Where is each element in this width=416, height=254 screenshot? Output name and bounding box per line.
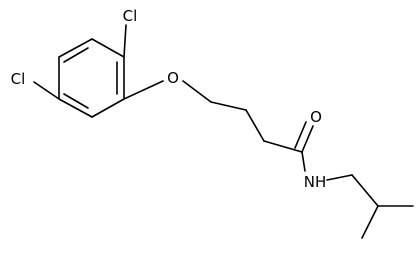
ring-bond (58, 98, 93, 118)
bond-carbonyl-double (294, 121, 307, 149)
amide-nitrogen-label: NH (304, 173, 327, 191)
chlorine-left-label: Cl (11, 70, 26, 88)
ring-double-bond (63, 93, 89, 109)
ring-bond (91, 38, 125, 58)
bond-ring-oxygen (123, 80, 164, 100)
ether-oxygen-label: O (167, 69, 179, 87)
bond-nitrogen-ch2 (326, 174, 353, 181)
bond-oxygen-c1 (182, 80, 212, 103)
ring-bond (91, 98, 125, 118)
bond-ring-cl-top (123, 24, 127, 58)
bond-ch2-ch (351, 174, 379, 207)
bond-carbonyl-nitrogen (301, 151, 306, 172)
bond-c2-c3 (245, 109, 265, 142)
bond-c1-c2 (210, 101, 247, 111)
ring-double-bond (63, 47, 89, 63)
benzene-ring (58, 38, 125, 118)
bond-ch-methyl-down (361, 205, 379, 239)
bond-carbonyl (301, 125, 314, 153)
bond-c3-c4 (263, 140, 303, 153)
chlorine-top-label: Cl (123, 7, 138, 25)
ring-bond (58, 38, 93, 58)
bond-ring-cl-left (33, 81, 60, 100)
carbonyl-oxygen-label: O (310, 108, 322, 126)
